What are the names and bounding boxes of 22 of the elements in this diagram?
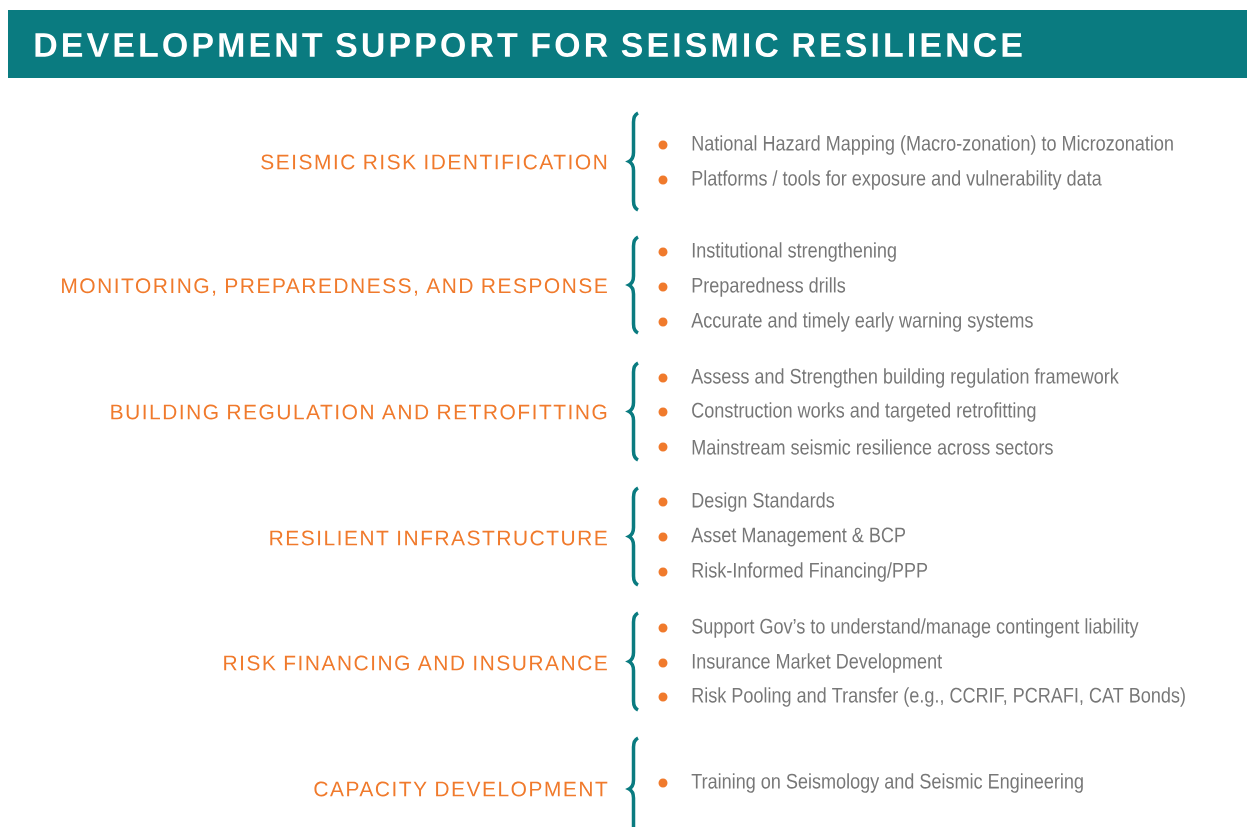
category-heading: BUILDING REGULATION AND RETROFITTING	[111, 404, 607, 420]
category-heading: RESILIENT INFRASTRUCTURE	[270, 530, 607, 546]
bullet-item: Risk-Informed Financing/PPP	[692, 562, 928, 582]
bullet-item: Asset Management & BCP	[691, 527, 906, 547]
bullet-item: Support Gov’s to understand/manage contingent liability	[692, 618, 1139, 638]
bullet-item: Platforms / tools for exposure and vulnerability data	[692, 170, 1102, 190]
bullet-item: Accurate and timely early warning systems	[691, 312, 1033, 332]
bullet-item: Training on Seismology and Seismic Engineering	[691, 773, 1083, 793]
bullet-item: Design Standards	[692, 492, 835, 512]
title-banner: DEVELOPMENT SUPPORT FOR SEISMIC RESILIENCE	[8, 10, 1247, 78]
bullet-item: Assess and Strengthen building regulation framework	[691, 368, 1119, 388]
bullet-item: National Hazard Mapping (Macro-zonation) to Microzonation	[692, 135, 1173, 155]
category-heading: MONITORING, PREPAREDNESS, AND RESPONSE	[62, 278, 607, 296]
bullet-item: Construction works and targeted retrofitting	[692, 402, 1036, 422]
category-heading: RISK FINANCING AND INSURANCE	[224, 655, 607, 671]
category-heading: CAPACITY DEVELOPMENT	[314, 781, 608, 797]
bullet-item: Risk Pooling and Transfer (e.g., CCRIF, PCRAFI, CAT Bonds)	[692, 687, 1185, 707]
bullet-item: Mainstream seismic resilience across sectors	[692, 439, 1053, 455]
bullet-item: Insurance Market Development	[692, 653, 942, 673]
bullet-item: Preparedness drills	[692, 277, 846, 297]
bullet-item: Institutional strengthening	[692, 242, 896, 262]
category-heading: SEISMIC RISK IDENTIFICATION	[261, 154, 607, 170]
